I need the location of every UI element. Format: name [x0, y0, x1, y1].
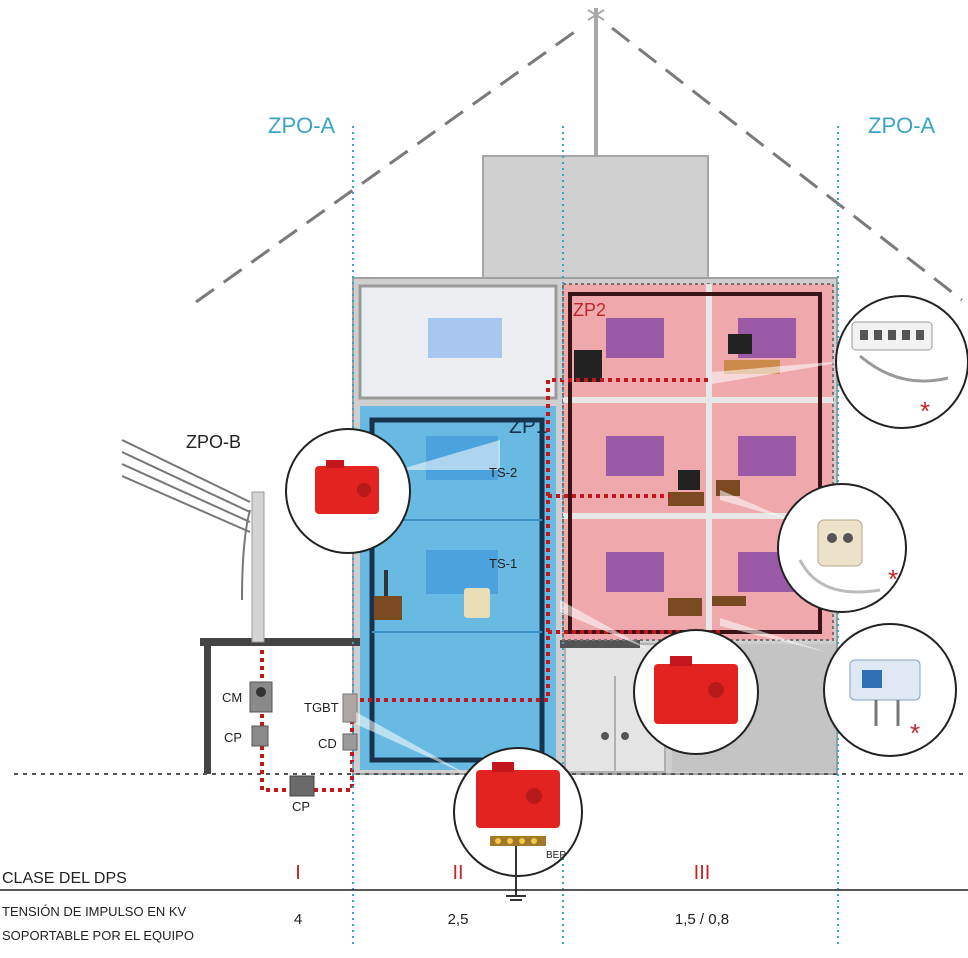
cp-bottom-label: CP	[292, 799, 310, 814]
zpo-a-left-label: ZPO-A	[268, 113, 336, 138]
cp-box-bottom	[289, 775, 315, 797]
ts2-label: TS-2	[489, 465, 517, 480]
dps-class-table: CLASE DEL DPS TENSIÓN DE IMPULSO EN KV S…	[0, 862, 968, 943]
voltage-class-ii: 2,5	[448, 911, 469, 928]
bep-bar	[490, 836, 546, 846]
tgbt-box	[342, 693, 358, 723]
class-i: I	[295, 862, 301, 884]
electrical-boxes	[249, 681, 358, 797]
callout-beams	[356, 360, 855, 776]
dps-class-i-callout	[453, 747, 583, 901]
power-strip-callout	[835, 295, 968, 429]
dps-class-ii-callout	[285, 428, 411, 554]
voltage-class-iii: 1,5 / 0,8	[675, 911, 729, 928]
class-ii: II	[452, 862, 463, 884]
dps-class-ii-callout-2	[633, 629, 759, 755]
tgbt-label: TGBT	[304, 700, 339, 715]
zp1-label: ZP1	[509, 415, 548, 438]
asterisk-power-strip: *	[920, 396, 930, 426]
cd-label: CD	[318, 736, 337, 751]
plug-protector-callout	[823, 623, 957, 757]
ts1-label: TS-1	[489, 556, 517, 571]
roof-lightning-protection	[195, 8, 963, 304]
asterisk-plug-protector: *	[910, 718, 920, 748]
zpo-a-right-label: ZPO-A	[868, 113, 936, 138]
bep-label: BEP	[546, 850, 566, 861]
table-row-voltage-label-line1: TENSIÓN DE IMPULSO EN KV	[2, 904, 187, 919]
zpo-b-label: ZPO-B	[186, 432, 241, 452]
outlet-adapter-callout	[777, 483, 907, 613]
cp-box-left	[251, 725, 269, 747]
cp-left-label: CP	[224, 730, 242, 745]
voltage-class-i: 4	[294, 911, 302, 928]
cm-label: CM	[222, 690, 242, 705]
asterisk-outlet-adapter: *	[888, 564, 898, 594]
zp2-label: ZP2	[573, 300, 606, 320]
utility-pole	[121, 439, 265, 643]
class-iii: III	[694, 862, 711, 884]
table-row-class-label: CLASE DEL DPS	[2, 870, 127, 887]
cd-box	[342, 733, 358, 751]
table-row-voltage-label-line2: SOPORTABLE POR EL EQUIPO	[2, 928, 194, 943]
